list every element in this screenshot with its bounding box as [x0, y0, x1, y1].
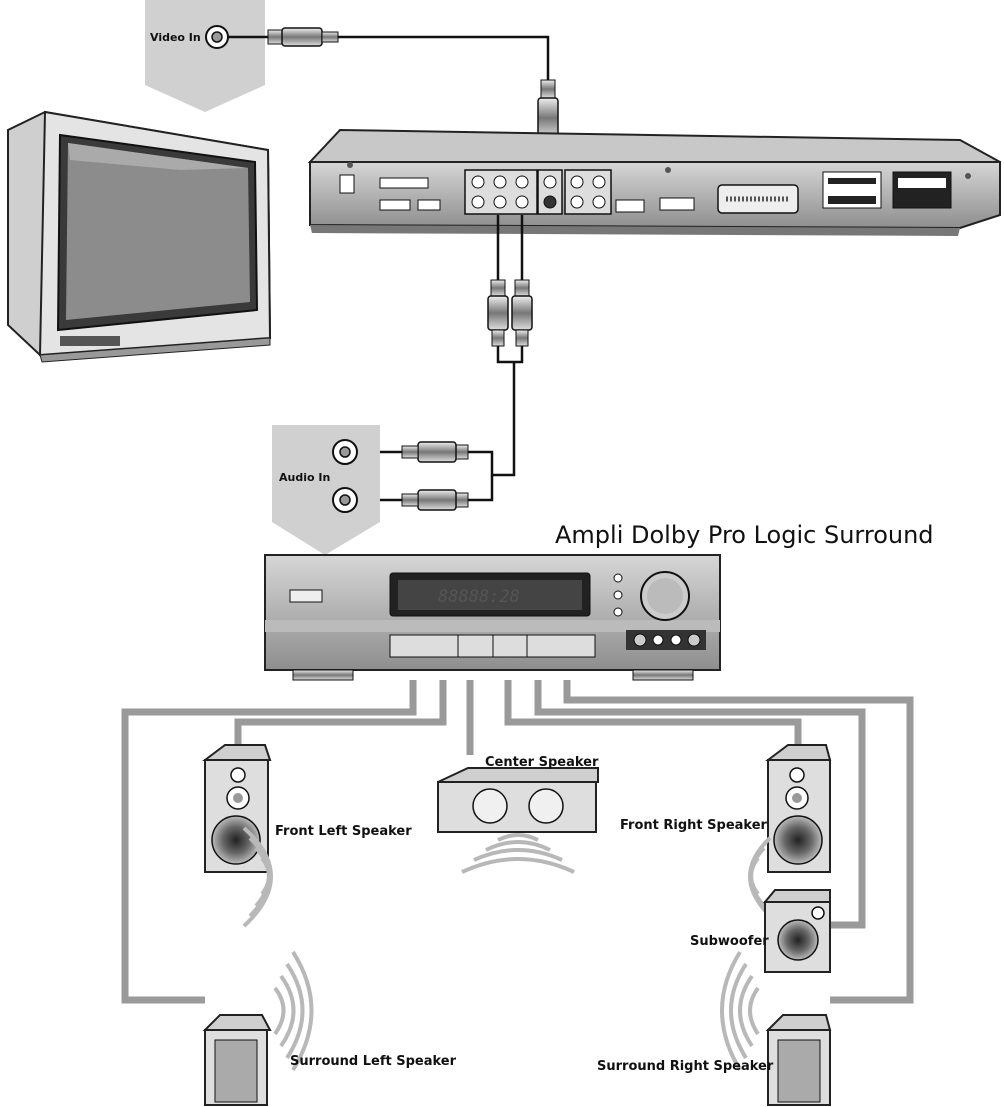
center-sound-waves	[461, 833, 575, 874]
amplifier: 88888:28	[264, 554, 721, 681]
subwoofer	[762, 889, 831, 973]
surround-left-label: Surround Left Speaker	[290, 1054, 457, 1069]
amp-display: 88888:28	[438, 587, 520, 607]
audio-in-jack-bottom	[332, 487, 358, 513]
subwoofer-label: Subwoofer	[690, 934, 769, 949]
audio-in-jack-top	[332, 439, 358, 465]
front-right-sound-waves	[748, 836, 772, 918]
surround-left-sound-waves	[273, 950, 314, 1072]
video-in-jack	[205, 25, 229, 49]
front-right-speaker	[765, 744, 832, 873]
speaker-wires	[121, 680, 914, 1004]
dvd-player	[307, 128, 1001, 236]
video-in-label: Video In	[150, 31, 201, 44]
front-left-label: Front Left Speaker	[275, 824, 412, 839]
amplifier-title: Ampli Dolby Pro Logic Surround	[555, 521, 934, 549]
audio-in-label: Audio In	[279, 471, 330, 484]
surround-right-label: Surround Right Speaker	[597, 1059, 774, 1074]
surround-right-sound-waves	[720, 950, 760, 1072]
television	[7, 110, 272, 363]
center-label: Center Speaker	[485, 755, 599, 770]
audio-in-callout: Audio In	[272, 425, 380, 555]
front-left-sound-waves	[242, 826, 273, 928]
front-left-speaker	[202, 744, 272, 873]
audio-cable	[357, 215, 533, 511]
surround-right-speaker	[765, 1014, 832, 1106]
surround-left-speaker	[202, 1014, 272, 1106]
front-right-label: Front Right Speaker	[620, 818, 768, 833]
center-speaker	[437, 767, 599, 833]
video-in-callout: Video In	[145, 0, 265, 112]
